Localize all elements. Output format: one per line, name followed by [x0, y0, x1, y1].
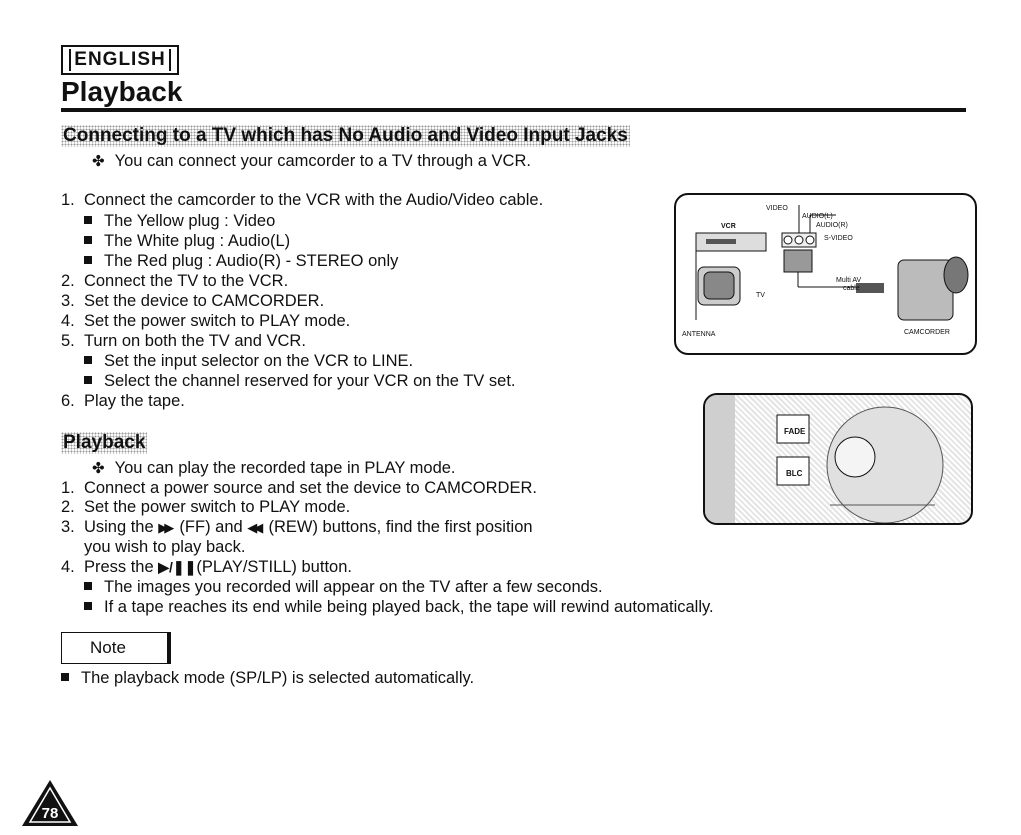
camcorder-dial-photo: FADE BLC [703, 393, 973, 525]
connection-diagram: VIDEO AUDIO(L) AUDIO(R) S-VIDEO VCR TV M… [674, 193, 977, 355]
bullet-text: If a tape reaches its end while being pl… [104, 598, 714, 616]
step-text: Connect the TV to the VCR. [83, 272, 289, 290]
step-text: Set the power switch to PLAY mode. [83, 498, 351, 516]
step-number: 5. [61, 332, 75, 350]
section2-intro-text: You can play the recorded tape in PLAY m… [114, 459, 456, 477]
ff-icon: ▶▶ [158, 520, 174, 535]
note-label-box: Note [61, 632, 171, 664]
playback-step-3-cont: you wish to play back. [84, 538, 246, 556]
playback-step-2: 2. Set the power switch to PLAY mode. [61, 497, 350, 517]
label-camcorder: CAMCORDER [904, 329, 950, 336]
page-number: 78 [42, 805, 59, 822]
camcorder-dial-illustration [705, 395, 944, 523]
step-text: Press the [83, 558, 154, 576]
language-bar-left [69, 49, 71, 71]
page-number-badge: 78 [20, 778, 80, 833]
bullet-text: The White plug : Audio(L) [104, 232, 291, 250]
bullet-white-plug: The White plug : Audio(L) [84, 231, 290, 251]
label-audio-l: AUDIO(L) [802, 213, 833, 220]
step-6: 6. Play the tape. [61, 391, 185, 411]
step-number: 3. [61, 518, 75, 536]
step-text: Set the device to CAMCORDER. [83, 292, 325, 310]
square-bullet-icon [61, 673, 69, 681]
step-5: 5. Turn on both the TV and VCR. [61, 331, 306, 351]
page-title: Playback [61, 76, 183, 107]
square-bullet-icon [84, 602, 92, 610]
section1-intro-text: You can connect your camcorder to a TV t… [114, 152, 531, 170]
playback-step-4: 4. Press the ▶/❚❚(PLAY/STILL) button. [61, 557, 352, 577]
step-number: 2. [61, 272, 75, 290]
section2-intro: ✤ You can play the recorded tape in PLAY … [92, 458, 456, 479]
bullet-red-plug: The Red plug : Audio(R) - STEREO only [84, 251, 398, 271]
connection-illustration [695, 205, 969, 321]
step-2: 2. Connect the TV to the VCR. [61, 271, 288, 291]
section-heading-connecting: Connecting to a TV which has No Audio an… [61, 125, 630, 147]
step-number: 3. [61, 292, 75, 310]
language-label: ENGLISH [74, 49, 166, 70]
label-video: VIDEO [766, 205, 788, 212]
step-text: Turn on both the TV and VCR. [83, 332, 306, 350]
step-number: 1. [61, 479, 75, 497]
step-text: Connect a power source and set the devic… [83, 479, 537, 497]
bullet-text: The Yellow plug : Video [104, 212, 276, 230]
note-text-line: The playback mode (SP/LP) is selected au… [61, 668, 474, 688]
blc-button-label: BLC [786, 469, 803, 478]
section-heading-playback: Playback [61, 432, 148, 454]
label-tv: TV [756, 292, 765, 299]
label-cable: cable [843, 285, 860, 292]
bullet-text: The Red plug : Audio(R) - STEREO only [104, 252, 399, 270]
step-text: Using the [83, 518, 154, 536]
language-bar-right [169, 49, 171, 71]
label-antenna: ANTENNA [682, 331, 716, 338]
play-still-icon: ▶/❚❚ [158, 559, 197, 575]
step-number: 1. [61, 191, 75, 209]
step-text: (FF) and [179, 518, 243, 536]
step-text: Play the tape. [83, 392, 185, 410]
square-bullet-icon [84, 236, 92, 244]
label-multi-av: Multi AV [836, 277, 862, 284]
square-bullet-icon [84, 376, 92, 384]
playback-step-1: 1. Connect a power source and set the de… [61, 478, 537, 498]
step-1: 1. Connect the camcorder to the VCR with… [61, 190, 543, 210]
clover-bullet-icon: ✤ [92, 153, 105, 170]
note-bar [167, 633, 170, 663]
bullet-images-appear: The images you recorded will appear on t… [84, 577, 603, 597]
bullet-text: Set the input selector on the VCR to LIN… [104, 352, 414, 370]
step-4: 4. Set the power switch to PLAY mode. [61, 311, 350, 331]
label-svideo: S-VIDEO [824, 235, 853, 242]
step-number: 4. [61, 558, 75, 576]
bullet-text: The images you recorded will appear on t… [104, 578, 603, 596]
bullet-text: Select the channel reserved for your VCR… [104, 372, 516, 390]
title-rule [61, 108, 966, 112]
bullet-tape-rewind: If a tape reaches its end while being pl… [84, 597, 714, 617]
step-number: 6. [61, 392, 75, 410]
note-label: Note [90, 638, 126, 657]
triangle-badge-icon: 78 [22, 780, 78, 826]
step-text: Set the power switch to PLAY mode. [83, 312, 351, 330]
bullet-input-selector: Set the input selector on the VCR to LIN… [84, 351, 413, 371]
step-text: (REW) buttons, find the first position [268, 518, 533, 536]
square-bullet-icon [84, 582, 92, 590]
bullet-yellow-plug: The Yellow plug : Video [84, 211, 275, 231]
step-text: (PLAY/STILL) button. [196, 558, 352, 576]
label-vcr: VCR [721, 223, 736, 230]
square-bullet-icon [84, 216, 92, 224]
step-3: 3. Set the device to CAMCORDER. [61, 291, 324, 311]
square-bullet-icon [84, 356, 92, 364]
language-tag: ENGLISH [61, 45, 179, 75]
label-audio-r: AUDIO(R) [816, 222, 848, 229]
playback-step-3: 3. Using the ▶▶ (FF) and ◀◀ (REW) button… [61, 517, 533, 538]
step-number: 2. [61, 498, 75, 516]
step-text: Connect the camcorder to the VCR with th… [83, 191, 544, 209]
rew-icon: ◀◀ [247, 520, 263, 535]
fade-button-label: FADE [784, 427, 806, 436]
bullet-channel: Select the channel reserved for your VCR… [84, 371, 516, 391]
clover-bullet-icon: ✤ [92, 460, 105, 477]
note-text: The playback mode (SP/LP) is selected au… [81, 669, 475, 687]
step-number: 4. [61, 312, 75, 330]
square-bullet-icon [84, 256, 92, 264]
section1-intro: ✤ You can connect your camcorder to a TV … [92, 151, 531, 172]
